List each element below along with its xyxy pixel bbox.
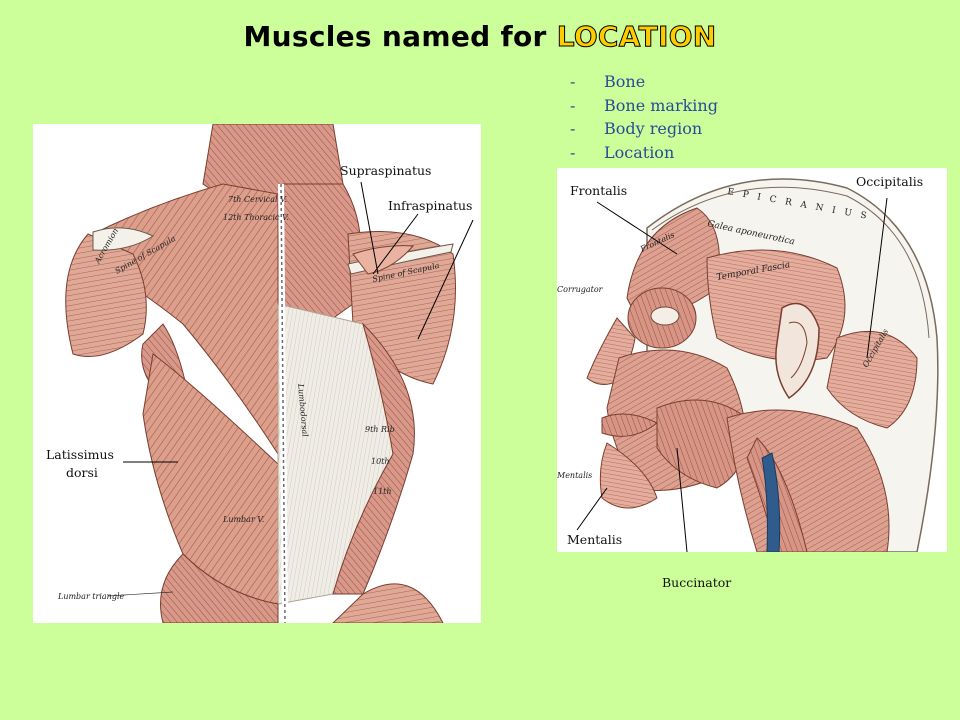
- engraved-rib9: 9th Rib: [365, 425, 395, 434]
- label-mentalis: Mentalis: [567, 532, 623, 547]
- engraved-cervical: 7th Cervical V.: [228, 195, 287, 204]
- bullet-item: -Bone: [570, 72, 646, 91]
- engraved-mentalis: Mentalis: [557, 471, 592, 480]
- back-muscles-drawing: Acromion Spine of Scapula 7th Cervical V…: [57, 124, 474, 623]
- label-latissimus-line1: Latissimus: [46, 447, 114, 462]
- label-latissimus-line2: dorsi: [66, 465, 98, 480]
- engraved-rib11: 11th: [373, 487, 392, 496]
- engraved-lumbar-triangle: Lumbar triangle: [57, 592, 125, 601]
- label-occipitalis: Occipitalis: [856, 174, 924, 189]
- label-infraspinatus: Infraspinatus: [388, 198, 473, 213]
- head-muscles-illustration: E P I C R A N I U S Galea aponeurotica T…: [557, 168, 947, 552]
- engraved-corrugator: Corrugator: [557, 285, 604, 294]
- bullet-item: -Location: [570, 142, 675, 162]
- title-prefix: Muscles named for: [243, 20, 557, 53]
- engraved-rib10: 10th: [371, 457, 390, 466]
- slide-title: Muscles named for LOCATION: [0, 20, 960, 54]
- engraved-thoracic: 12th Thoracic V.: [223, 213, 289, 222]
- back-muscles-illustration: Acromion Spine of Scapula 7th Cervical V…: [33, 124, 481, 623]
- bullet-item: -Body region: [570, 119, 703, 138]
- label-supraspinatus: Supraspinatus: [340, 163, 432, 178]
- bullet-item: -Bone marking: [570, 95, 718, 115]
- bullet-list: -Bone -Bone marking -Body region -Locati…: [570, 70, 718, 164]
- head-muscles-drawing: E P I C R A N I U S Galea aponeurotica T…: [557, 178, 939, 552]
- label-frontalis: Frontalis: [570, 183, 628, 198]
- title-highlight: LOCATION: [556, 20, 717, 54]
- engraved-lumbar-v: Lumbar V.: [222, 515, 264, 524]
- label-buccinator: Buccinator: [662, 575, 732, 590]
